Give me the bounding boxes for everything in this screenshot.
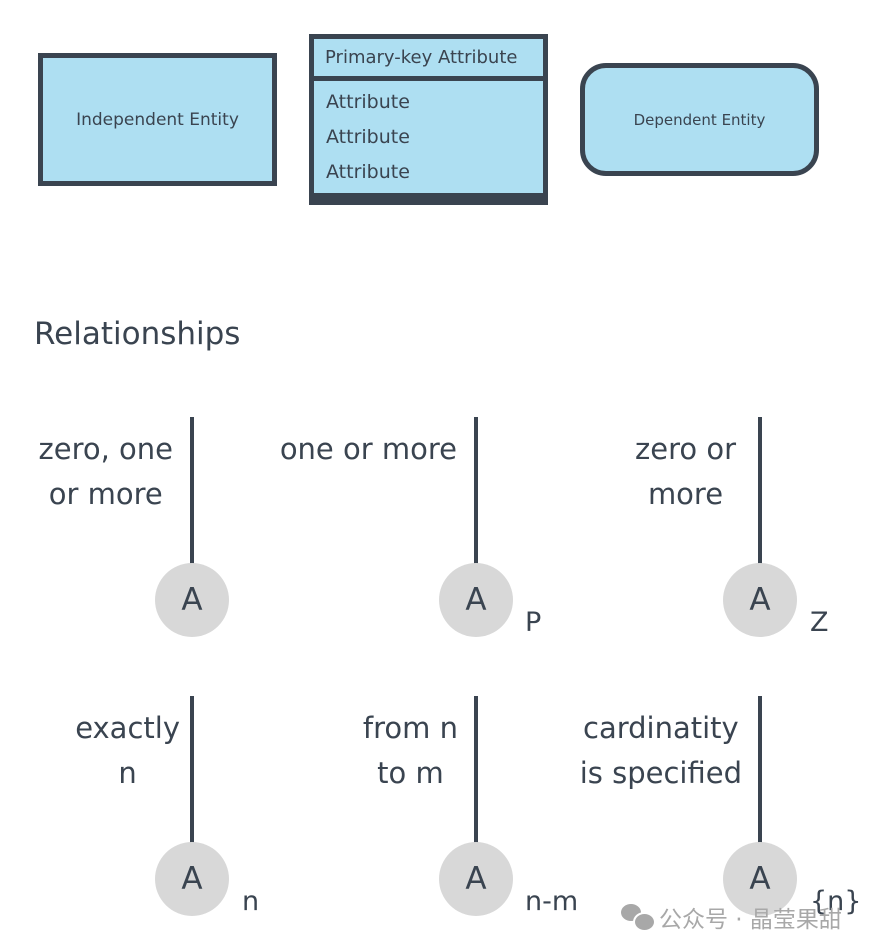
cardinality-symbol: n-m [525,886,579,917]
label-line: zero, one [38,432,174,466]
relationship-label: zero, one or more [39,427,174,517]
label-line: one or more [279,432,457,466]
attribute-list: Attribute Attribute Attribute [314,81,543,193]
attribute-row: Attribute [326,161,410,183]
relationship-line [190,696,194,844]
entity-node: A [155,563,229,637]
primary-key-attribute: Primary-key Attribute [314,39,543,76]
entity-node: A [439,563,513,637]
dependent-entity: Dependent Entity [580,63,819,176]
label-line: to m [377,756,444,790]
relationship-line [758,417,762,565]
cardinality-symbol: {n} [810,886,862,917]
label-line: n [118,756,137,790]
relationship-label: zero or more [635,427,736,517]
watermark: 公众号 · 晶莹果甜 [621,900,842,934]
entity-node: A [723,842,797,916]
relationship-label: cardinatity is specified [580,706,742,796]
dependent-entity-label: Dependent Entity [633,110,766,129]
relationships-heading: Relationships [34,316,241,352]
label-line: exactly [75,711,180,745]
independent-entity: Independent Entity [38,53,277,186]
label-line: cardinatity [583,711,739,745]
watermark-text: 公众号 · 晶莹果甜 [659,907,842,933]
relationship-line [474,417,478,565]
label-line: or more [48,477,163,511]
attribute-row: Attribute [326,126,410,148]
attribute-row: Attribute [326,91,410,113]
entity-node: A [155,842,229,916]
relationship-label: exactly n [75,706,180,796]
relationship-label: one or more [280,427,457,472]
relationship-line [758,696,762,844]
relationship-line [474,696,478,844]
entity-node: A [439,842,513,916]
relationship-line [190,417,194,565]
attribute-entity: Primary-key Attribute Attribute Attribut… [309,34,548,205]
cardinality-symbol: P [525,607,542,638]
relationship-label: from n to m [363,706,458,796]
label-line: is specified [579,756,742,790]
label-line: from n [362,711,458,745]
wechat-icon [621,904,656,932]
cardinality-symbol: n [242,886,260,917]
label-line: zero or [635,432,736,466]
entity-node: A [723,563,797,637]
label-line: more [647,477,724,511]
independent-entity-label: Independent Entity [76,109,239,130]
cardinality-symbol: Z [810,607,829,638]
